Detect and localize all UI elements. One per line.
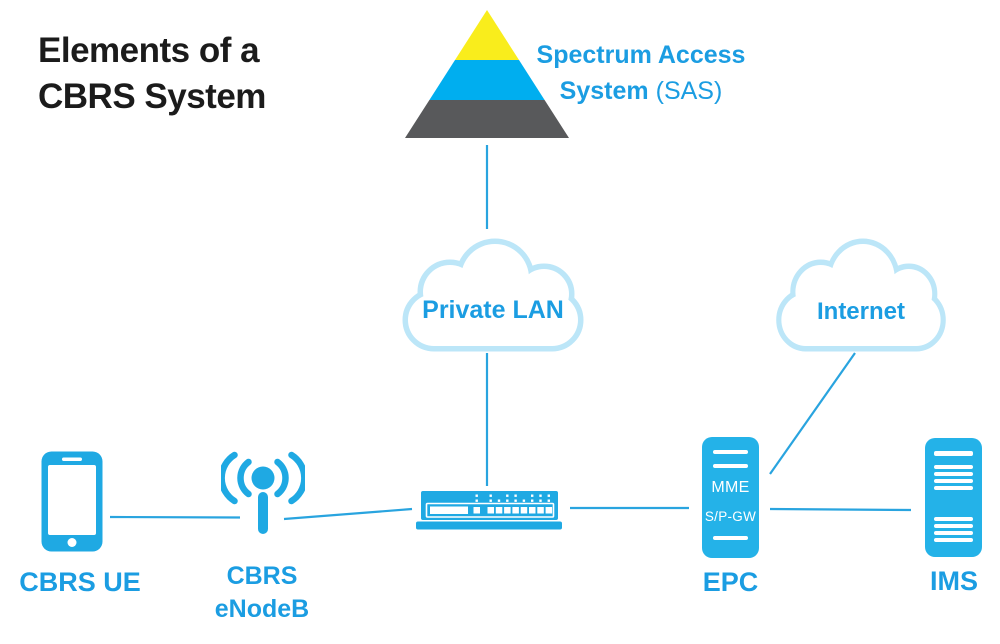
ims-server-icon xyxy=(925,438,982,557)
link-internet-epc xyxy=(769,352,856,475)
page-title-line1: Elements of a xyxy=(38,31,260,70)
sas-label: Spectrum Access System(SAS) xyxy=(520,37,762,109)
private-lan-label: Private LAN xyxy=(422,296,564,324)
sas-label-line1: Spectrum Access xyxy=(536,41,746,69)
enodeb-label-line1: CBRS xyxy=(226,562,298,590)
page-title: Elements of a CBRS System xyxy=(38,28,266,120)
server-slot-bar xyxy=(713,450,748,454)
server-slot-bar xyxy=(713,464,748,468)
sas-label-system: System xyxy=(559,77,649,105)
server-slot-bar xyxy=(934,531,973,535)
server-slot-bar xyxy=(934,472,973,476)
ims-label: IMS xyxy=(929,566,978,596)
internet-cloud: Internet xyxy=(772,236,950,354)
enodeb-label: CBRS eNodeB xyxy=(197,560,327,626)
server-slot-bar xyxy=(934,465,973,469)
server-slot-bar xyxy=(934,524,973,528)
link-epc-ims xyxy=(769,507,912,512)
enodeb-label-line2: eNodeB xyxy=(214,595,310,623)
page-title-line2: CBRS System xyxy=(38,77,266,116)
server-slot-bar xyxy=(934,517,973,521)
cloud-icon xyxy=(402,238,584,352)
epc-label: EPC xyxy=(702,567,759,597)
epc-module-spgw: S/P-GW xyxy=(704,509,757,524)
epc-module-mme: MME xyxy=(711,479,750,496)
ue-label: CBRS UE xyxy=(19,567,141,597)
link-enodeb-switch xyxy=(283,507,413,521)
private-lan-cloud: Private LAN xyxy=(398,236,588,354)
server-slot-bar xyxy=(934,479,973,483)
server-slot-bar xyxy=(934,451,973,456)
antenna-icon xyxy=(221,451,305,534)
internet-label: Internet xyxy=(816,298,905,325)
network-switch-icon xyxy=(416,491,562,530)
link-ue-enodeb xyxy=(109,515,241,519)
sas-label-line2: System(SAS) xyxy=(520,73,762,109)
server-slot-bar xyxy=(713,536,748,540)
server-slot-bar xyxy=(934,486,973,490)
sas-pyramid-icon xyxy=(405,10,569,138)
cloud-icon xyxy=(776,238,946,352)
sas-label-abbrev: (SAS) xyxy=(655,77,723,105)
epc-server-icon: MME S/P-GW xyxy=(702,437,759,558)
smartphone-icon xyxy=(41,451,103,552)
server-slot-bar xyxy=(934,538,973,542)
